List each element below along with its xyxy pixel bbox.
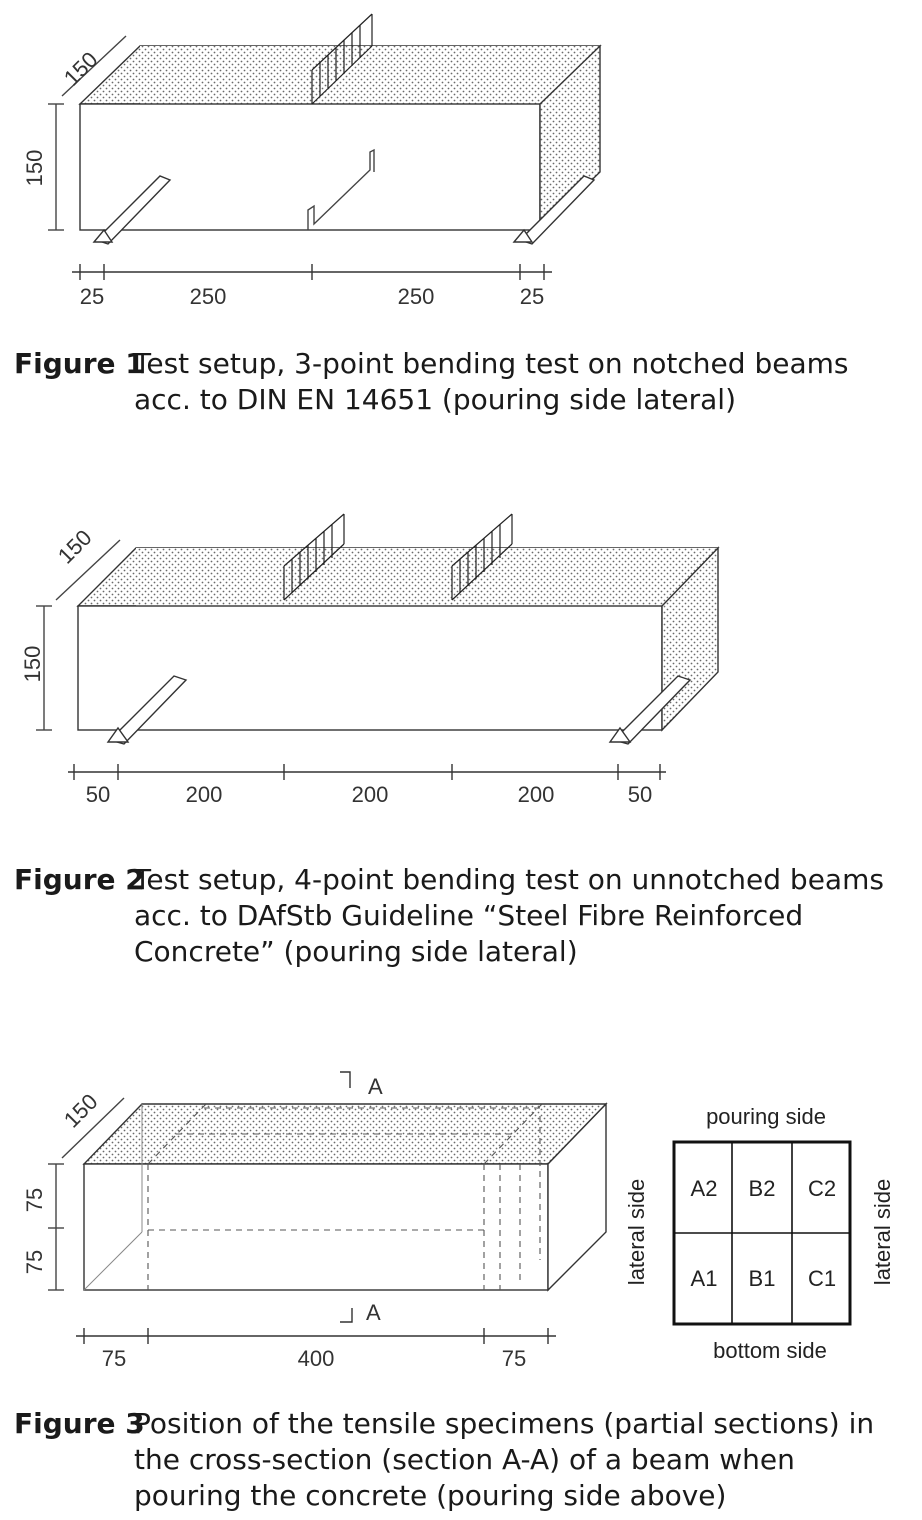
depth-label: 150: [59, 47, 103, 91]
load-arrows: [311, 13, 373, 105]
left-end-label: 75: [102, 1346, 126, 1371]
height-top-label: 75: [22, 1188, 47, 1212]
height-label: 150: [22, 150, 47, 187]
figure-2-diagram: 150 150 50 200 200 200 50: [0, 500, 922, 820]
caption-label: Figure 2: [14, 863, 145, 896]
figure-3-caption: Figure 3 Position of the tensile specime…: [14, 1406, 914, 1518]
section-marker-top: [340, 1071, 351, 1088]
figure-3-diagram: 150 75 75 75 400 75 A A pouring side bot…: [0, 1060, 922, 1390]
caption-text: Position of the tensile specimens (parti…: [134, 1406, 875, 1514]
figure-2-caption: Figure 2 Test setup, 4-point bending tes…: [14, 862, 914, 974]
right-end-label: 75: [502, 1346, 526, 1371]
caption-line: pouring the concrete (pouring side above…: [134, 1479, 727, 1512]
span-right-label: 250: [398, 284, 435, 309]
caption-label: Figure 1: [14, 347, 145, 380]
caption-line: acc. to DIN EN 14651 (pouring side later…: [134, 383, 736, 416]
caption-line: the cross-section (section A-A) of a bea…: [134, 1443, 795, 1476]
figure-1-diagram: 150 150 25 250 250 25: [0, 0, 922, 330]
caption-line: Concrete” (pouring side lateral): [134, 935, 578, 968]
caption-line: acc. to DAfStb Guideline “Steel Fibre Re…: [134, 899, 804, 932]
cell-a1: A1: [691, 1266, 718, 1291]
height-bottom-label: 75: [22, 1250, 47, 1274]
cell-a2: A2: [691, 1176, 718, 1201]
hidden-specimen-lines: [147, 1103, 543, 1290]
lateral-side-right-label: lateral side: [870, 1179, 895, 1285]
notch: [307, 148, 375, 230]
figure-1-caption: Figure 1 Test setup, 3-point bending tes…: [14, 346, 914, 426]
caption-text: Test setup, 4-point bending test on unno…: [134, 862, 884, 970]
bottom-side-label: bottom side: [713, 1338, 827, 1363]
beam-front-face: [79, 103, 541, 231]
cell-c2: C2: [808, 1176, 836, 1201]
right-end-label: 25: [520, 284, 544, 309]
cell-c1: C1: [808, 1266, 836, 1291]
caption-text: Test setup, 3-point bending test on notc…: [134, 346, 849, 418]
pouring-side-label: pouring side: [706, 1104, 826, 1129]
middle-label: 400: [298, 1346, 335, 1371]
beam-right-face: [547, 1102, 607, 1292]
height-label: 150: [20, 646, 45, 683]
cell-b2: B2: [749, 1176, 776, 1201]
span2-label: 200: [352, 782, 389, 807]
right-end-label: 50: [628, 782, 652, 807]
beam-front-face: [77, 605, 663, 731]
load-arrows-right: [451, 513, 513, 601]
caption-label: Figure 3: [14, 1407, 145, 1440]
span-left-label: 250: [190, 284, 227, 309]
cross-section-grid: [672, 1140, 852, 1326]
cell-b1: B1: [749, 1266, 776, 1291]
beam-front-face: [83, 1163, 549, 1291]
section-label-top: A: [368, 1074, 383, 1099]
caption-line: Position of the tensile specimens (parti…: [134, 1407, 875, 1440]
section-marker-bottom: [340, 1308, 353, 1323]
load-arrows-left: [283, 513, 345, 601]
left-end-label: 25: [80, 284, 104, 309]
left-end-label: 50: [86, 782, 110, 807]
caption-line: Test setup, 4-point bending test on unno…: [134, 863, 884, 896]
span3-label: 200: [518, 782, 555, 807]
span1-label: 200: [186, 782, 223, 807]
section-label-bottom: A: [366, 1300, 381, 1325]
depth-label: 150: [53, 525, 97, 569]
caption-line: Test setup, 3-point bending test on notc…: [134, 347, 849, 380]
lateral-side-left-label: lateral side: [624, 1179, 649, 1285]
